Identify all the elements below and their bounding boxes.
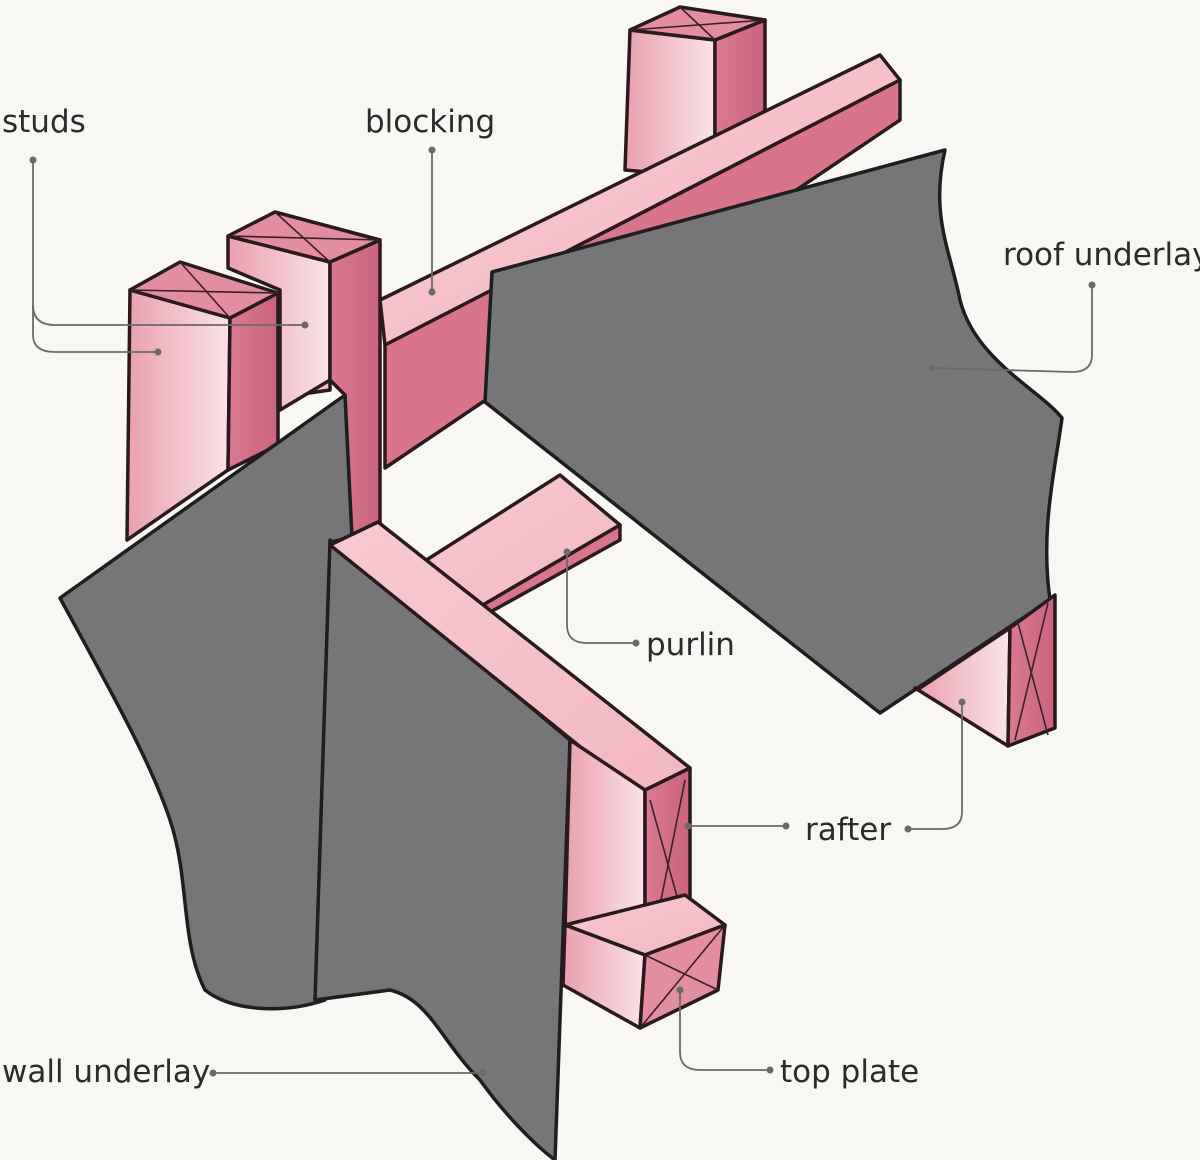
roof-underlay-sheet [483,148,1064,715]
leader-purlin [566,552,636,644]
leader-top-plate [679,990,770,1071]
leader-roof-underlay [931,285,1093,373]
wall-underlay-front [313,538,572,1160]
top-plate-timber [561,893,727,1030]
label-studs: studs [2,104,86,140]
leader-rafter-back [908,702,963,830]
leader-studs-lower [32,305,158,353]
label-top-plate: top plate [780,1054,919,1090]
label-roof-underlay: roof underlay [1003,237,1200,273]
leader-dots [29,146,1096,1077]
stud-left [125,260,280,542]
leader-lines [32,150,1093,1074]
label-wall-underlay: wall underlay [2,1054,210,1090]
wall-underlay-sheet [58,393,354,1011]
label-purlin: purlin [646,627,735,663]
rafter-timber [913,593,1057,748]
stud-middle [226,210,382,537]
label-blocking: blocking [365,104,495,140]
label-rafter: rafter [805,812,891,848]
